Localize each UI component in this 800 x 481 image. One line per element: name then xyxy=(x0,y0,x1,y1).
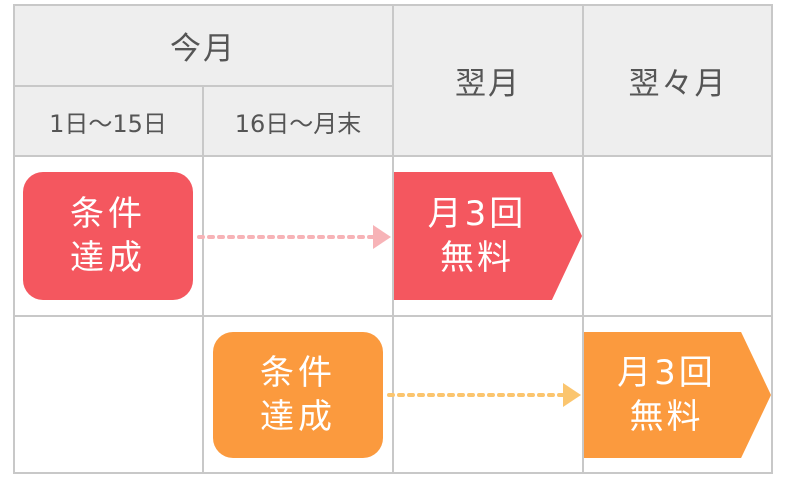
header-month-after-next-label: 翌々月 xyxy=(628,65,728,102)
header-second-half-label: 16日〜月末 xyxy=(234,109,362,138)
row2-arrowhead xyxy=(563,383,581,407)
header-first-half: 1日〜15日 xyxy=(13,86,203,156)
grid-line xyxy=(13,4,15,474)
grid-line xyxy=(582,4,584,474)
row2-reward-line1: 月3回 xyxy=(617,353,716,393)
row1-reward-arrow: 月3回 無料 xyxy=(394,172,582,300)
header-this-month-label: 今月 xyxy=(170,30,236,67)
row2-dotted-arrow xyxy=(387,383,581,407)
row1-condition-line2: 達成 xyxy=(70,238,146,278)
row2-reward-line2: 無料 xyxy=(629,397,704,437)
row1-dotted-arrow xyxy=(197,225,391,249)
row1-condition-line1: 条件 xyxy=(70,194,146,234)
header-first-half-label: 1日〜15日 xyxy=(49,109,167,138)
row1-reward-line1: 月3回 xyxy=(427,194,527,234)
grid-line xyxy=(202,86,204,474)
row2-condition-line2: 達成 xyxy=(260,397,336,437)
reward-schedule-table: 今月 1日〜15日 16日〜月末 翌月 翌々月 条件 達成 月3回 無料 条件 … xyxy=(13,4,773,474)
header-month-after-next: 翌々月 xyxy=(583,4,773,156)
row1-arrowhead xyxy=(373,225,391,249)
row2-reward-arrow: 月3回 無料 xyxy=(584,332,771,458)
header-next-month: 翌月 xyxy=(393,4,583,156)
header-next-month-label: 翌月 xyxy=(455,65,521,102)
row2-condition-badge: 条件 達成 xyxy=(213,332,383,458)
grid-line xyxy=(771,4,773,474)
header-second-half: 16日〜月末 xyxy=(203,86,393,156)
grid-line xyxy=(392,4,394,474)
row1-reward-line2: 無料 xyxy=(440,238,514,278)
row1-condition-badge: 条件 達成 xyxy=(23,172,193,300)
row2-condition-line1: 条件 xyxy=(260,353,336,393)
header-this-month: 今月 xyxy=(13,4,393,86)
